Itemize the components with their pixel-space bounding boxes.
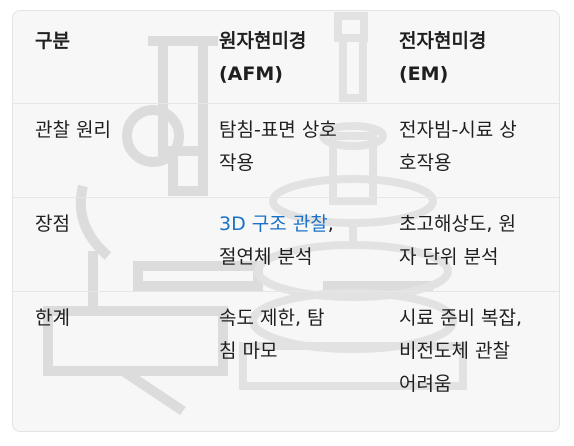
- row-label-principle: 관찰 원리: [35, 119, 111, 141]
- afm-advantages: 3D 구조 관찰, 절연체 분석: [219, 213, 334, 268]
- header-afm: 원자현미경 (AFM): [219, 30, 307, 85]
- em-limitations: 시료 준비 복잡, 비전도체 관찰 어려움: [399, 307, 522, 395]
- em-advantages: 초고해상도, 원 자 단위 분석: [399, 213, 516, 268]
- comparison-table: 구분 원자현미경 (AFM) 전자현미경 (EM) 관찰 원리 탐침-표면 상호…: [12, 10, 560, 432]
- em-principle: 전자빔-시료 상 호작용: [399, 119, 517, 174]
- header-em: 전자현미경 (EM): [399, 30, 487, 85]
- table-row-advantages: 장점 3D 구조 관찰, 절연체 분석 초고해상도, 원 자 단위 분석: [13, 197, 559, 291]
- table-header-row: 구분 원자현미경 (AFM) 전자현미경 (EM): [13, 11, 559, 103]
- 3d-structure-link[interactable]: 3D 구조 관찰: [219, 213, 328, 235]
- table-row-limitations: 한계 속도 제한, 탐 침 마모 시료 준비 복잡, 비전도체 관찰 어려움: [13, 291, 559, 431]
- afm-limitations: 속도 제한, 탐 침 마모: [219, 307, 325, 362]
- header-category: 구분: [35, 30, 70, 52]
- afm-principle: 탐침-표면 상호 작용: [219, 119, 337, 174]
- row-label-limitations: 한계: [35, 307, 70, 329]
- row-label-advantages: 장점: [35, 213, 70, 235]
- table-row-principle: 관찰 원리 탐침-표면 상호 작용 전자빔-시료 상 호작용: [13, 103, 559, 197]
- comma-text: ,: [327, 213, 334, 235]
